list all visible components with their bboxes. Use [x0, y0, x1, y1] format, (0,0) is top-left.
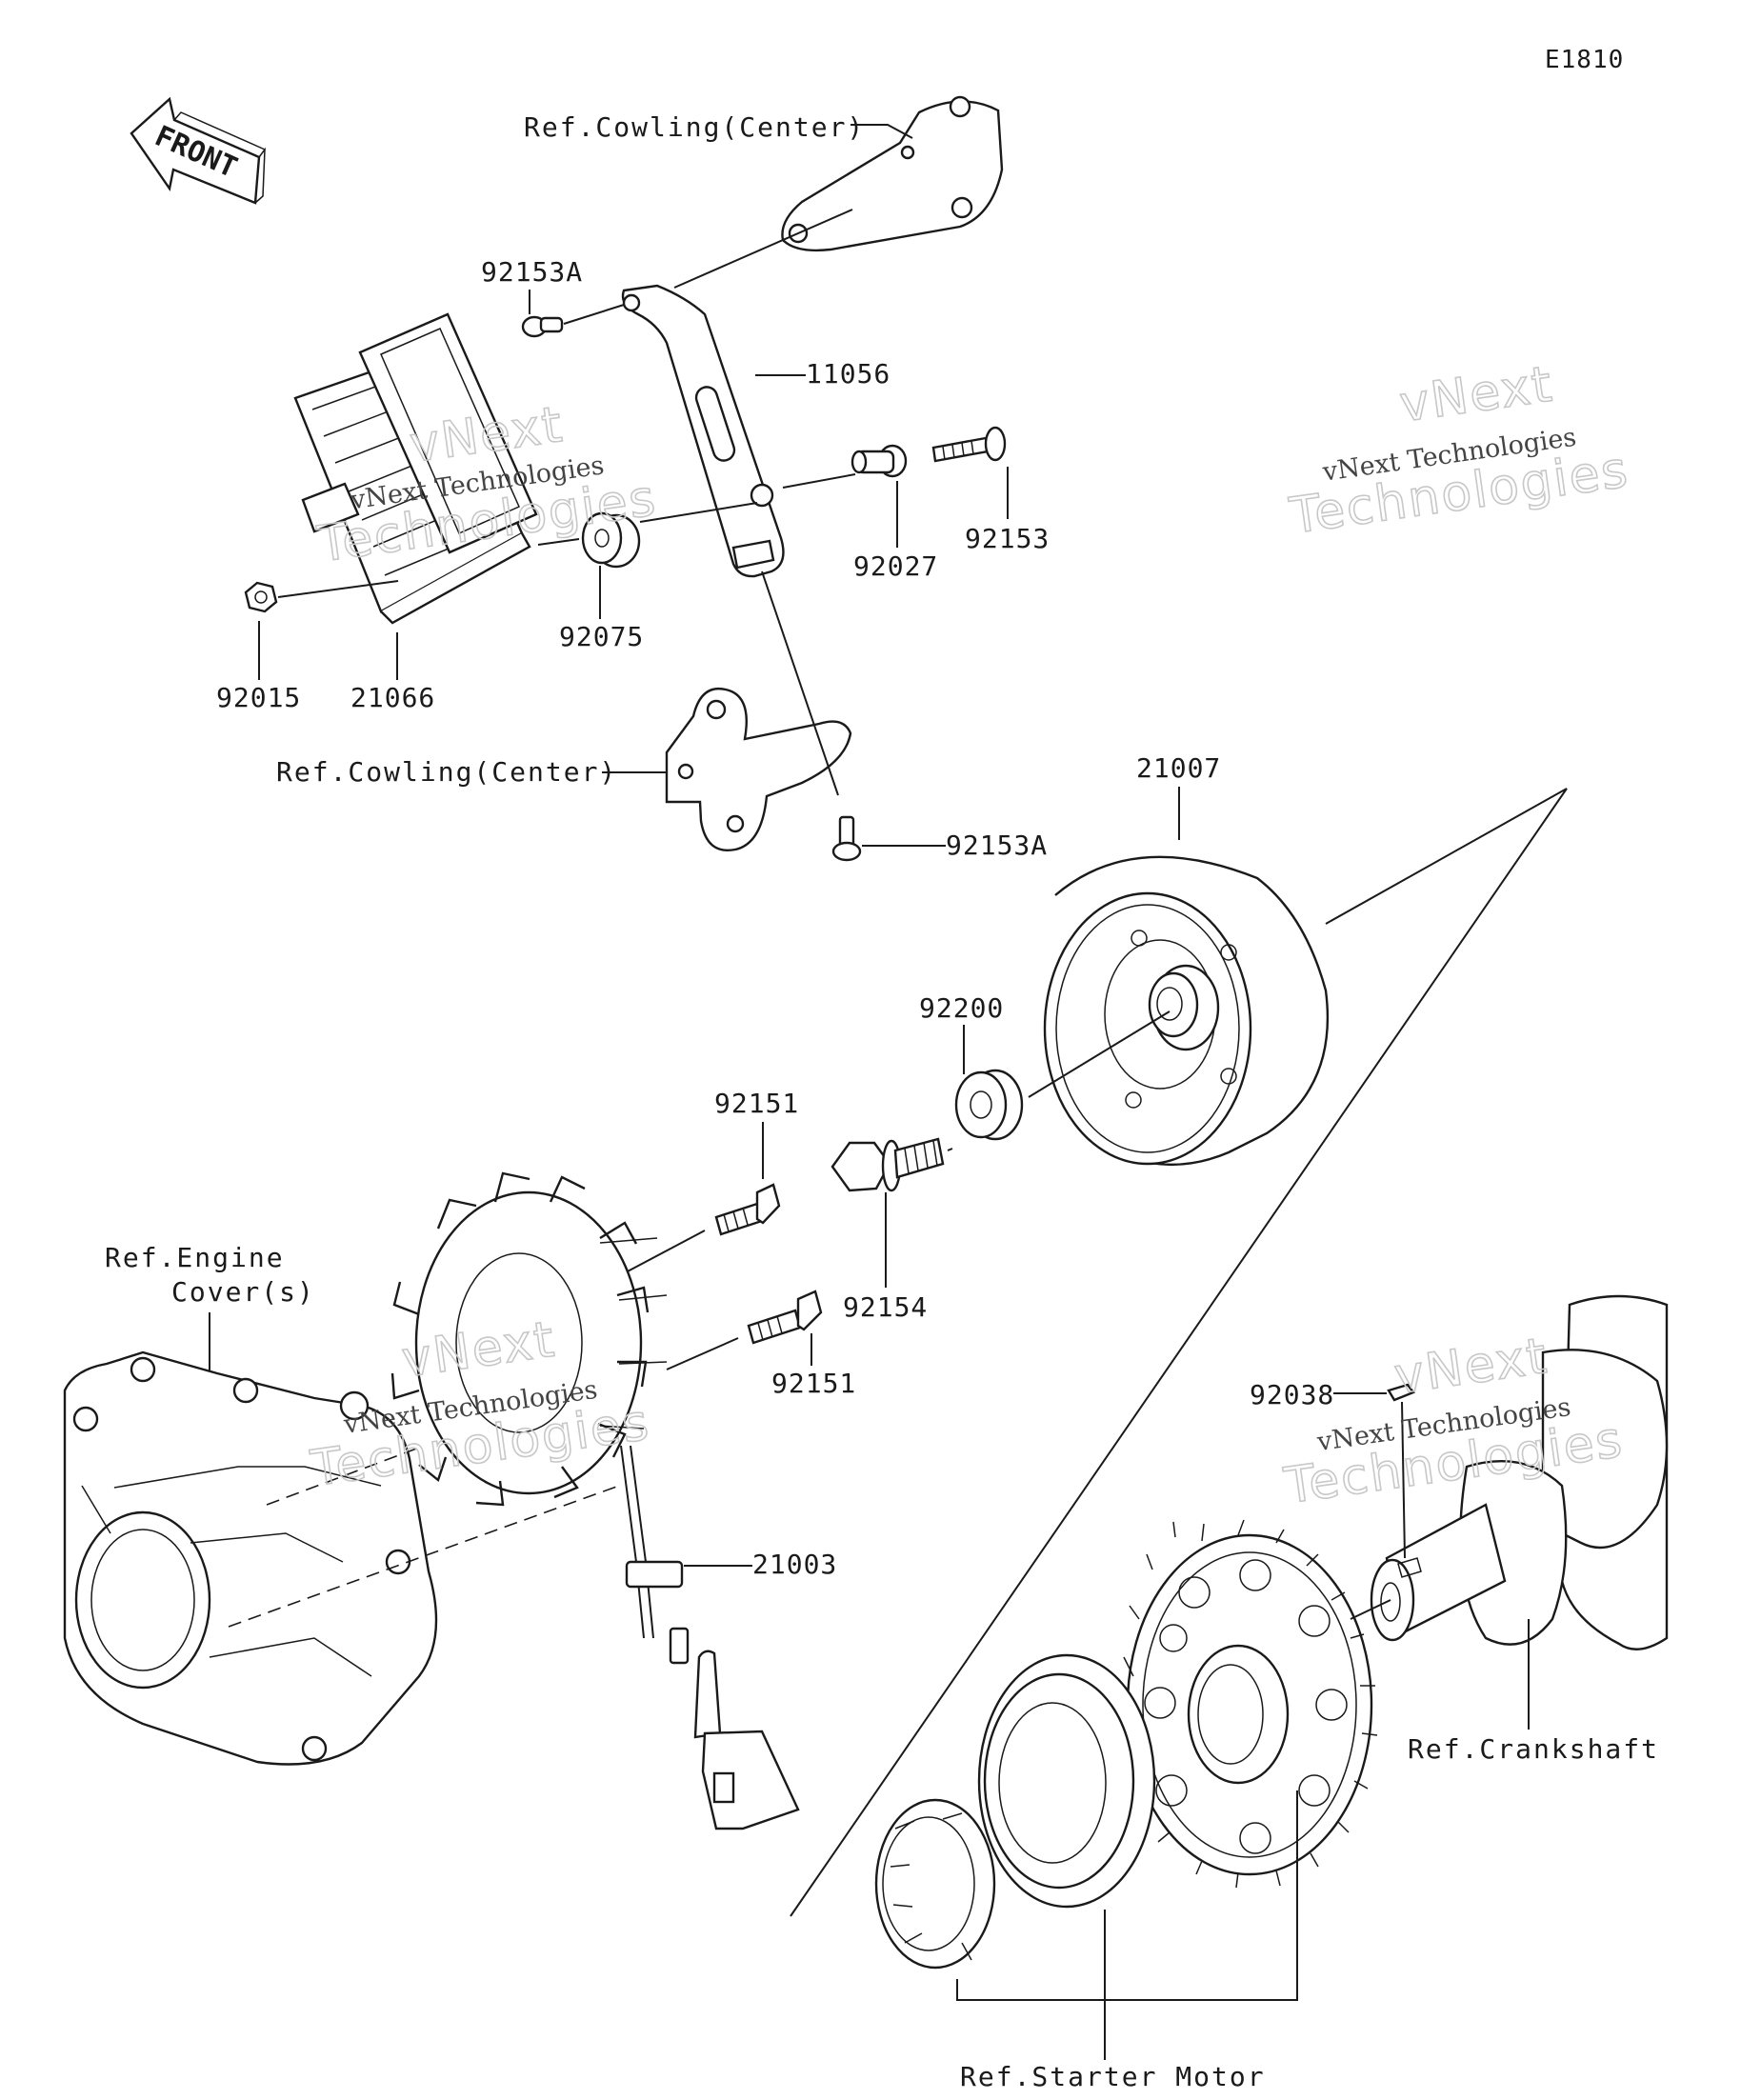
ref-starter-motor: Ref.Starter Motor — [960, 2061, 1266, 2092]
bolt-92151-bottom — [747, 1290, 823, 1345]
starter-gear — [1117, 1519, 1378, 1889]
cowling-bracket-bottom — [665, 687, 852, 852]
regulator-rectifier-21066 — [293, 312, 538, 625]
part-92015[interactable]: 92015 — [216, 682, 301, 713]
part-92153a-top[interactable]: 92153A — [481, 256, 583, 288]
bracket-11056 — [621, 284, 785, 578]
part-92075[interactable]: 92075 — [559, 621, 644, 652]
part-92153a-bottom[interactable]: 92153A — [946, 830, 1048, 861]
bolt-92151-top — [714, 1183, 781, 1236]
part-92200[interactable]: 92200 — [919, 992, 1004, 1024]
ref-engine-cover-line2: Cover(s) — [171, 1276, 315, 1308]
bolt-92153a-bottom — [831, 815, 862, 862]
watermark-2: vNext vNext Technologies Technologies — [1285, 355, 1633, 547]
part-21003[interactable]: 21003 — [752, 1549, 837, 1580]
stator-21003 — [390, 1171, 800, 1830]
svg-text:vNext: vNext — [1391, 1328, 1551, 1406]
ref-cowling-center-top: Ref.Cowling(Center) — [524, 111, 865, 143]
part-92153[interactable]: 92153 — [965, 523, 1050, 554]
part-21066[interactable]: 21066 — [350, 682, 435, 713]
part-92154[interactable]: 92154 — [843, 1291, 928, 1323]
diagram-code: E1810 — [1545, 46, 1624, 74]
washer-92200 — [954, 1069, 1024, 1141]
one-way-clutch — [874, 1798, 996, 1970]
nut-92015 — [244, 581, 278, 613]
ref-crankshaft: Ref.Crankshaft — [1408, 1733, 1659, 1765]
part-21007[interactable]: 21007 — [1136, 752, 1221, 784]
collar-92027 — [850, 444, 908, 478]
crankshaft — [1350, 1294, 1669, 1650]
front-arrow-icon: FRONT — [130, 96, 267, 205]
part-92151-top[interactable]: 92151 — [714, 1088, 799, 1119]
part-92151-bottom[interactable]: 92151 — [771, 1368, 856, 1399]
starter-bearing-ring — [977, 1653, 1156, 1909]
cowling-bracket-top — [781, 95, 1004, 252]
rotor-21007 — [1043, 855, 1330, 1166]
part-11056[interactable]: 11056 — [806, 358, 891, 390]
ref-cowling-center-bottom: Ref.Cowling(Center) — [276, 756, 617, 788]
bolt-92153a-top — [521, 315, 564, 338]
part-92027[interactable]: 92027 — [853, 550, 938, 582]
svg-text:vNext: vNext — [1396, 356, 1557, 434]
ref-engine-cover-line1: Ref.Engine — [105, 1242, 285, 1273]
grommet-92075 — [581, 511, 641, 569]
key-92038 — [1387, 1383, 1415, 1402]
engine-cover — [63, 1350, 438, 1766]
bolt-92154 — [830, 1137, 945, 1192]
part-92038[interactable]: 92038 — [1250, 1379, 1334, 1410]
bolt-92153 — [931, 426, 1007, 463]
section-divider — [790, 788, 1568, 1917]
